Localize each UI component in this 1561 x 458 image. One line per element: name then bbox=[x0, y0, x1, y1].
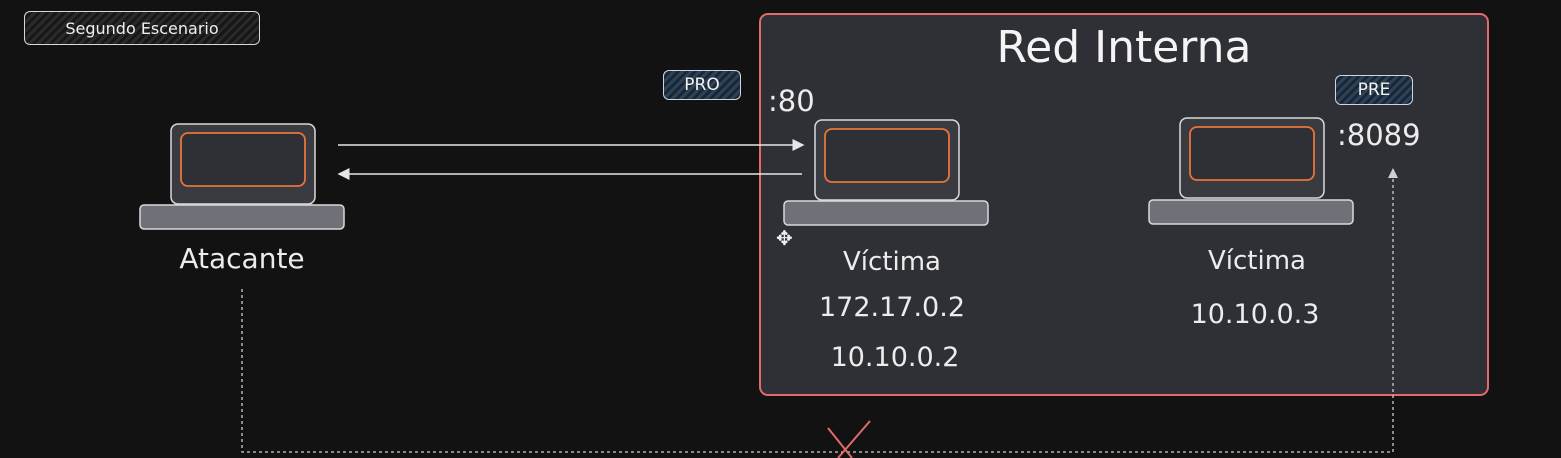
victim-2-ip-1: 10.10.0.3 bbox=[1190, 299, 1320, 330]
victim-1-ip-2: 10.10.0.2 bbox=[830, 342, 960, 373]
victim-2-label: Víctima bbox=[1208, 246, 1306, 276]
victim-1-laptop-icon bbox=[783, 119, 989, 226]
blocked-x-icon bbox=[827, 420, 871, 458]
region-title: Red Interna bbox=[996, 22, 1252, 73]
scenario-tag-label: Segundo Escenario bbox=[65, 18, 219, 38]
attacker-label: Atacante bbox=[179, 242, 305, 275]
pro-badge: PRO bbox=[663, 70, 741, 100]
blocked-path-arrowhead bbox=[1388, 168, 1398, 178]
victim-1-ip-1: 172.17.0.2 bbox=[819, 292, 965, 323]
blocked-path bbox=[241, 172, 1394, 453]
victim-2-laptop-icon bbox=[1148, 117, 1354, 225]
pro-badge-label: PRO bbox=[684, 75, 720, 95]
scenario-tag: Segundo Escenario bbox=[24, 11, 260, 45]
victim-2-port: :8089 bbox=[1337, 118, 1421, 152]
pre-badge-label: PRE bbox=[1357, 80, 1391, 100]
internal-network-region bbox=[759, 13, 1489, 396]
attacker-laptop-icon bbox=[139, 123, 345, 230]
victim-1-label: Víctima bbox=[843, 247, 941, 277]
victim-1-port: :80 bbox=[768, 84, 815, 118]
pre-badge: PRE bbox=[1335, 75, 1413, 105]
move-cursor-icon: ✥ bbox=[776, 226, 793, 250]
